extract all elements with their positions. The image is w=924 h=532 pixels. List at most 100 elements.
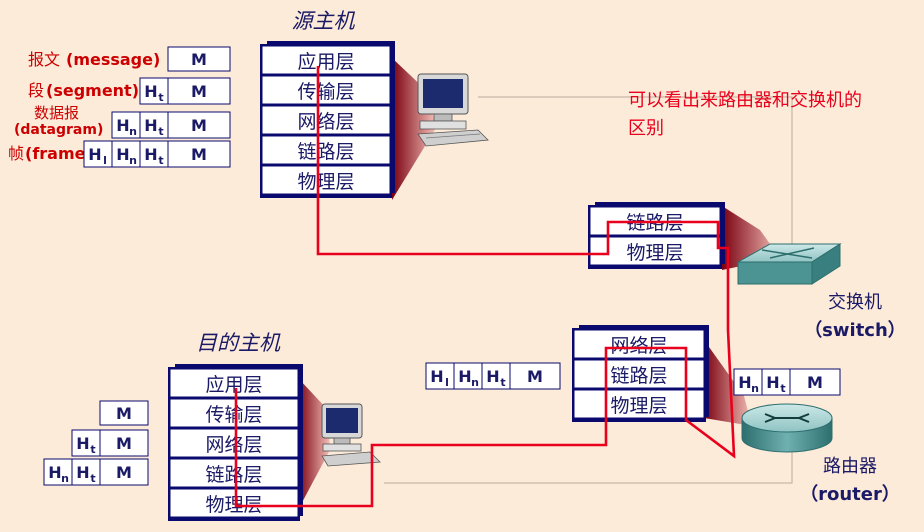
message-cell (167, 46, 231, 72)
pdu-label-datagram: 数据报 (datagram) (14, 104, 103, 138)
message-letter: M (191, 145, 207, 164)
header-letter: H (48, 463, 61, 482)
header-letter: H (116, 116, 129, 135)
note-line-1: 可以看出来路由器和交换机的 (628, 90, 862, 111)
packet-row-message: M (167, 46, 231, 72)
message-cell (99, 429, 149, 457)
header-subscript: t (158, 125, 163, 138)
switch-label-en: （switch） (804, 320, 906, 341)
header-letter: H (486, 367, 499, 386)
header-subscript: n (129, 154, 137, 167)
source-stack-layer-label: 传输层 (297, 81, 354, 103)
header-subscript: t (90, 472, 95, 485)
message-letter: M (191, 116, 207, 135)
header-subscript: t (90, 443, 95, 456)
message-letter: M (116, 434, 132, 453)
source-computer-icon (417, 73, 489, 147)
header-cell (139, 140, 169, 168)
header-letter: H (144, 82, 157, 101)
header-letter: H (144, 145, 157, 164)
header-subscript: l (445, 376, 449, 389)
header-letter: H (430, 367, 443, 386)
message-letter: M (807, 373, 823, 392)
message-cell (167, 77, 231, 105)
header-cell (139, 77, 169, 105)
router-stack-layer-box (573, 329, 705, 359)
pdu-label-message: 报文 (message) (28, 50, 160, 69)
header-subscript: n (751, 382, 759, 395)
dest-stack-layer-box (169, 368, 299, 398)
message-letter: M (527, 367, 543, 386)
note-line-2: 区别 (628, 118, 664, 139)
message-letter: M (191, 50, 207, 69)
dest-stack-layer-label: 传输层 (205, 404, 262, 426)
source-host-title: 源主机 (292, 9, 356, 33)
pdu-datagram-en: (datagram) (14, 122, 103, 138)
header-cell (139, 111, 169, 139)
pdu-frame-cn: 帧 (8, 144, 24, 163)
dest-stack-layer-box (169, 398, 299, 428)
header-cell (71, 429, 101, 457)
router-stack-layer-label: 网络层 (610, 335, 667, 357)
router-label-cn: 路由器 (823, 456, 877, 477)
dest-computer-icon (321, 403, 381, 467)
message-cell (99, 458, 149, 486)
link-router-dest (384, 450, 793, 484)
switch-label-cn: 交换机 (828, 292, 882, 313)
header-cell (761, 368, 791, 396)
source-stack-layer-label: 网络层 (297, 111, 354, 133)
source-stack-layer-box (261, 45, 391, 75)
router-stack-layer-label: 链路层 (610, 365, 667, 387)
gray-links (384, 96, 793, 484)
dest-stack-layer-label: 物理层 (205, 494, 262, 516)
pdu-datagram-cn: 数据报 (34, 104, 79, 122)
message-letter: M (116, 404, 132, 423)
message-cell (167, 111, 231, 139)
header-letter: H (738, 373, 751, 392)
header-letter: H (76, 463, 89, 482)
message-letter: M (116, 463, 132, 482)
router-stack-layer-label: 物理层 (610, 395, 667, 417)
source-stack-layer-box (261, 165, 391, 195)
header-letter: H (88, 145, 101, 164)
dest-stack-layer-label: 应用层 (205, 374, 262, 396)
dest-host-title: 目的主机 (196, 331, 281, 355)
header-letter: H (116, 145, 129, 164)
message-letter: M (191, 82, 207, 101)
source-stack-layer-box (261, 135, 391, 165)
header-subscript: l (103, 154, 107, 167)
pdu-segment-en: (segment) (46, 81, 139, 100)
switch-stack-layer-box (589, 236, 721, 266)
message-cell (509, 362, 561, 390)
source-stack-layer-box (261, 75, 391, 105)
source-stack-layer-label: 物理层 (297, 171, 354, 193)
router-label-en: （router） (800, 484, 900, 505)
router-stack-layer-box (573, 359, 705, 389)
pdu-label-segment: 段 (segment) (28, 81, 139, 100)
pdu-frame-en: (frame) (25, 144, 93, 163)
message-cell (167, 140, 231, 168)
dest-stack-layer-box (169, 458, 299, 488)
header-subscript: t (158, 154, 163, 167)
pdu-message-cn: 报文 (28, 50, 60, 69)
data-path (234, 66, 736, 508)
router-icon (741, 403, 833, 453)
header-subscript: t (158, 91, 163, 104)
header-letter: H (144, 116, 157, 135)
message-cell (99, 400, 149, 426)
pdu-message-en: (message) (66, 50, 160, 69)
source-stack-layer-box (261, 105, 391, 135)
pdu-label-frame: 帧 (frame) (8, 144, 93, 163)
